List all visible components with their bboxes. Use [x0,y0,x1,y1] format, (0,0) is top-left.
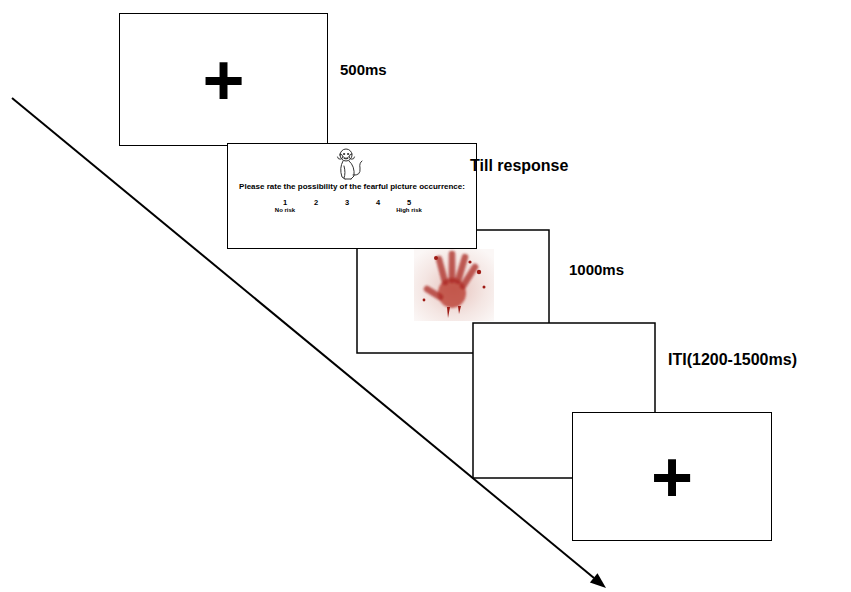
rating-prompt: Please rate the possibility of the fearf… [239,182,465,192]
duration-label: Till response [470,156,568,175]
finger [463,267,475,286]
monkey-stroke [343,157,349,159]
scale-point: 1No risk [270,199,301,214]
scale-point: 5High risk [394,199,425,214]
monkey-eye [347,153,348,154]
rating-scale: 1No risk 2 3 4 5High risk [270,199,425,214]
duration-label: ITI(1200-1500ms) [668,350,797,369]
scale-number: 4 [376,199,380,207]
monkey-stroke [338,154,343,159]
scale-point: 3 [332,199,363,214]
scale-anchor: No risk [275,207,295,214]
drip [447,306,461,318]
monkey-stroke [345,179,351,180]
scale-number: 1 [283,199,287,207]
fixation-screen: + [572,412,772,541]
monkey-lines [338,149,363,179]
finger [449,254,456,280]
scale-point: 4 [363,199,394,214]
scale-anchor: High risk [396,207,422,214]
monkey-stroke [349,161,354,179]
fearful-picture [414,249,494,321]
monkey-stroke [344,166,345,178]
drop [423,299,426,302]
monkey-eye [343,153,344,154]
picture-ground [414,249,494,321]
thumb [427,289,440,297]
duration-label: 1000ms [569,261,624,279]
monkey-stroke [341,161,345,179]
monkey-stroke [353,161,362,175]
fixation-cross: + [202,44,244,116]
drop [434,256,438,260]
scale-number: 5 [407,199,411,207]
scale-point: 2 [301,199,332,214]
drop [477,270,481,274]
rating-screen: Please rate the possibility of the fearf… [227,143,477,249]
duration-label: 500ms [340,61,387,79]
fixation-cross: + [651,441,693,513]
drop [468,260,471,263]
monkey-stroke [349,154,354,159]
monkey-stroke [344,158,348,160]
fingers [427,254,475,297]
scale-number: 3 [345,199,349,207]
scale-number: 2 [314,199,318,207]
bloody-hand [427,254,475,308]
finger [458,257,465,281]
drop [483,286,486,289]
monkey-icon [331,146,365,182]
time-arrow-head [590,573,606,588]
blood-drops [423,256,486,318]
fixation-screen: + [119,13,328,146]
finger [439,259,445,282]
